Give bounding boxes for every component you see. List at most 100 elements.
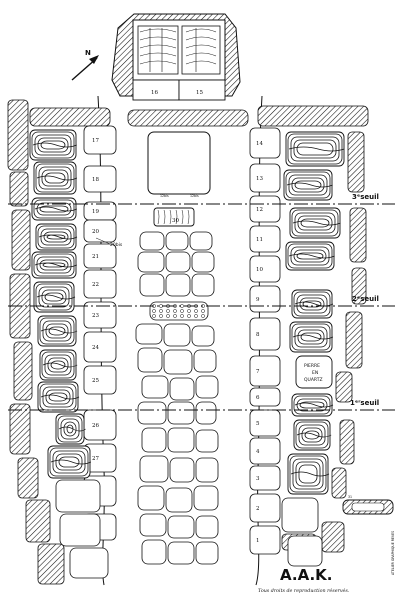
left-engraved-stone [37,315,77,347]
engraving-ring [298,464,318,484]
left-engraved-stone [31,197,77,221]
plan-credit: Tous droits de reproduction réservés. [258,587,350,594]
engraving-wave [292,220,341,226]
quartz-line-3: QUARTZ [304,377,323,383]
left-plain-stone [55,479,101,513]
engraving-ring [41,351,75,379]
right-stone-12 [249,195,281,223]
engraving-wave [290,471,330,477]
engraving-ring [298,424,326,446]
engraved-stone-30 [153,207,195,227]
engraving-ring [48,392,68,402]
engraving-ring [296,142,334,156]
engraving-ring [42,386,74,408]
stone-label-15: 15 [196,90,203,96]
left-stone-label: 18 [92,177,99,183]
left-stone-label: 22 [92,282,99,288]
engraving-ring [293,249,327,263]
paving-stone [141,427,167,453]
paving-stone [193,485,219,511]
engraving-ring [52,450,86,474]
quartz-stone-label: PIERRE EN QUARTZ [304,363,323,383]
left-engraved-stone [39,349,77,381]
right-plain-stone [287,535,323,567]
quartz-line-2: EN [312,370,318,376]
left-stone-label: 26 [92,423,99,429]
paving-stone [139,455,169,483]
engraving-wave [288,146,345,152]
left-stone-label: 27 [92,456,99,462]
left-wall-orthostat [7,99,29,171]
pebble [187,309,191,313]
annotation-12bis-b: 12bis [190,194,199,198]
threshold-label-1: 1ᵉʳseuil [350,399,379,407]
engraving-ring [57,415,83,443]
pebble [166,314,170,318]
engraving-ring [299,297,325,311]
paving-stone [195,401,217,425]
pebble [166,309,170,313]
right-stone-3 [249,465,281,491]
engraving-wave [294,402,334,408]
engraving-ring [31,131,75,159]
engraving-ring [60,418,80,440]
engraving-ring [41,169,69,187]
right-stone-10 [249,255,281,283]
engraving-ring [41,289,67,305]
engraving-ring [285,171,331,199]
right-stone-label: 14 [256,141,263,147]
engraving-ring [38,286,70,308]
pebble [152,314,156,318]
engraving-wave [288,253,335,259]
left-stone-20 [83,219,117,243]
left-stone-label: 24 [92,345,99,351]
engraving-wave [296,432,332,438]
left-stone-17 [83,125,117,155]
right-engraved-stone [289,207,341,239]
engraving-stroke [187,209,190,225]
engraving-ring [293,139,337,159]
right-engraved-stone [293,419,331,451]
engraving-ring [301,427,323,443]
engraving-ring [304,430,320,440]
engraving-ring [290,136,340,162]
engraving-ring [294,212,336,234]
engraving-wave [40,328,78,334]
engraving-wave [286,182,333,188]
central-paving [127,109,249,565]
paving-stone [167,427,195,453]
north-arrow: N [71,49,99,81]
annotation-20bis: 20bis [110,242,123,248]
right-stone-label: 1 [256,538,260,544]
paving-stone [141,375,169,399]
engraving-wave [34,262,77,268]
right-plain-stone [281,497,319,533]
engraving-ring [40,228,72,246]
engraving-ring [44,172,66,184]
paving-stone [165,251,191,273]
engraving-stroke [163,209,166,225]
left-stone-label: 20 [92,229,99,235]
engraving-ring [33,253,75,277]
right-wall-orthostat [349,207,367,263]
right-engraved-stone [289,321,333,353]
right-wall-orthostat [335,371,353,403]
left-stone-23 [83,301,117,329]
engraving-ring [290,246,330,266]
engraving-ring [35,283,73,311]
engraving-ring [45,323,69,339]
paving-stone [191,273,215,297]
paving-stone [195,457,219,483]
engraving-ring [39,205,69,213]
engraving-wave [36,294,76,300]
paving-stone [139,273,165,297]
paving-stone [169,457,195,483]
engraving-ring [49,447,89,477]
engraving-ring [296,252,324,260]
engraving-ring [287,133,343,165]
left-stone-label: 25 [92,378,99,384]
left-engraved-stone [55,413,85,445]
left-stone-18 [83,165,117,193]
